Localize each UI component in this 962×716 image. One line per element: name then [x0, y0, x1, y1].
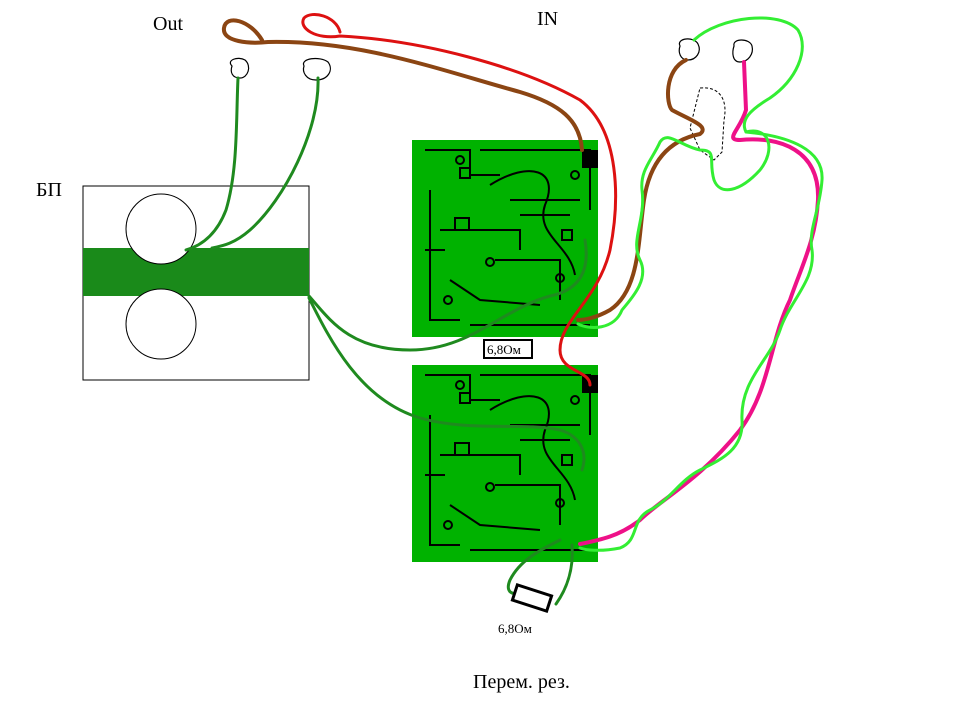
wire-brown-out	[222, 18, 584, 152]
wire-green-out-left	[184, 76, 240, 252]
wire-red-out	[301, 13, 618, 387]
wire-green-psu-top	[307, 238, 588, 352]
output-jack-left	[229, 57, 250, 79]
output-connectors	[229, 57, 331, 81]
input-plug-body	[689, 87, 726, 161]
resistor-bottom-label: 6,8Ом	[498, 621, 532, 636]
resistor-top: 6,8Ом	[483, 339, 533, 359]
pcb-bottom	[412, 365, 598, 562]
input-jack-right	[732, 39, 753, 63]
wires	[184, 13, 824, 606]
pcb-top-traces	[425, 149, 591, 326]
input-jack-left	[678, 38, 700, 61]
pcb-top-edge	[582, 150, 598, 168]
wire-green-psu-bottom	[307, 296, 586, 472]
label-pot: Перем. рез.	[473, 671, 570, 693]
output-jack-right	[302, 57, 331, 81]
wire-green-out-right	[210, 76, 320, 250]
resistor-bottom: 6,8Ом	[498, 582, 554, 636]
resistor-bottom-body	[510, 582, 554, 614]
amp-board-top	[412, 140, 598, 337]
label-in: IN	[537, 8, 558, 30]
wire-green-pot-right	[554, 543, 574, 606]
label-psu: БП	[36, 179, 62, 201]
resistor-top-body	[483, 339, 533, 359]
wire-brown-in	[576, 58, 705, 322]
resistor-top-label: 6,8Ом	[487, 342, 521, 357]
psu-capacitor-bottom	[125, 288, 197, 360]
amp-board-bottom	[412, 365, 598, 562]
pcb-top	[412, 140, 598, 337]
psu-capacitor-top	[125, 193, 197, 265]
psu-band	[83, 248, 309, 296]
input-connector	[678, 38, 753, 161]
wire-lightgreen-in	[576, 16, 824, 552]
label-out: Out	[153, 13, 183, 35]
power-supply	[82, 185, 310, 381]
wire-pink-in	[578, 60, 821, 546]
